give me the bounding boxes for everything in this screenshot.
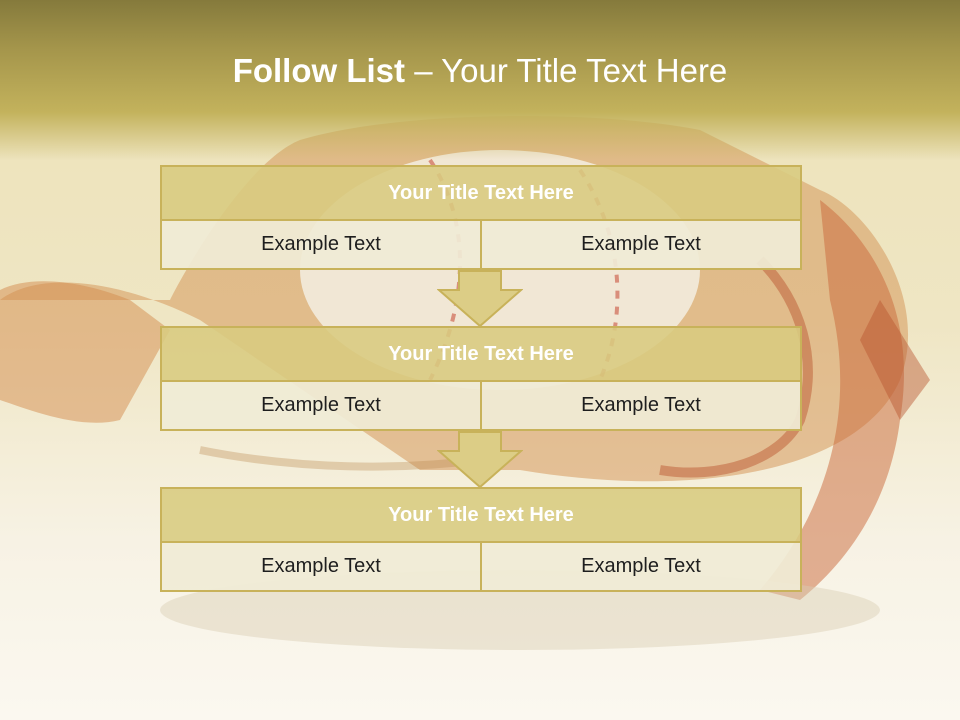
list-block-2: Your Title Text Here Example Text Exampl…	[160, 326, 802, 431]
block-cell-left: Example Text	[160, 221, 482, 270]
block-row: Example Text Example Text	[160, 382, 802, 431]
block-cell-right: Example Text	[482, 221, 802, 270]
block-title: Your Title Text Here	[160, 165, 802, 221]
block-cell-left: Example Text	[160, 382, 482, 431]
list-block-1: Your Title Text Here Example Text Exampl…	[160, 165, 802, 270]
list-block-3: Your Title Text Here Example Text Exampl…	[160, 487, 802, 592]
down-arrow-icon	[437, 431, 523, 489]
slide-title-bold: Follow List	[232, 52, 406, 89]
slide-title: Follow List – Your Title Text Here	[0, 52, 960, 90]
block-row: Example Text Example Text	[160, 221, 802, 270]
block-title: Your Title Text Here	[160, 487, 802, 543]
block-cell-right: Example Text	[482, 543, 802, 592]
block-title: Your Title Text Here	[160, 326, 802, 382]
slide-title-rest: – Your Title Text Here	[405, 52, 728, 89]
down-arrow-icon	[437, 270, 523, 328]
block-cell-left: Example Text	[160, 543, 482, 592]
title-band	[0, 0, 960, 160]
block-row: Example Text Example Text	[160, 543, 802, 592]
block-cell-right: Example Text	[482, 382, 802, 431]
